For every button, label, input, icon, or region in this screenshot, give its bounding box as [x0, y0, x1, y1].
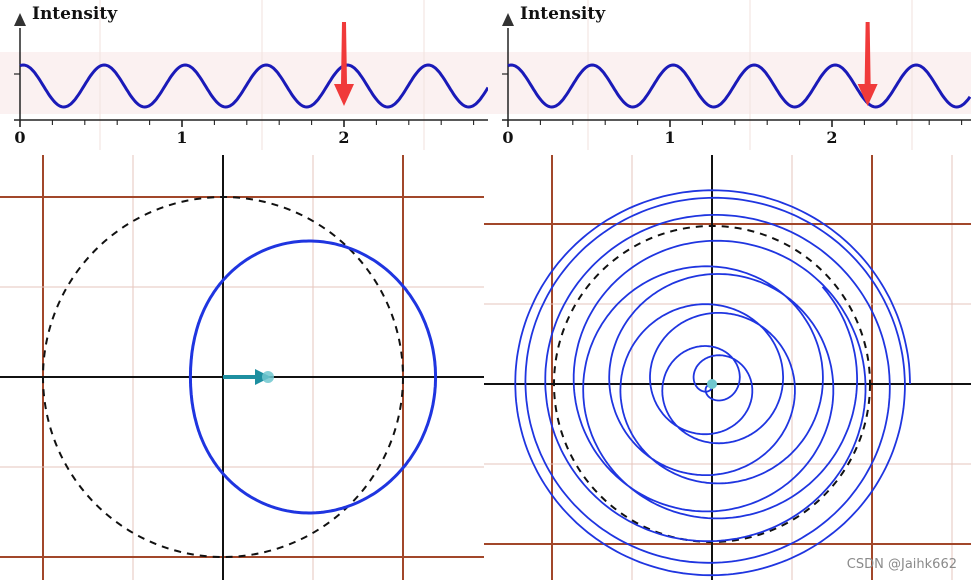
intensity-band: [488, 52, 971, 114]
intensity-band: [0, 52, 488, 114]
winding-plot-left: [0, 155, 484, 580]
intensity-plot-right-canvas: [488, 0, 971, 150]
winding-plot-right: CSDN @Jaihk662: [484, 155, 971, 580]
center-of-mass-dot: [262, 371, 274, 383]
intensity-axis-label-right: Intensity: [520, 4, 606, 24]
y-axis-arrowhead: [14, 13, 26, 26]
tick-label-0-right: 0: [502, 128, 514, 147]
tick-label-2-right: 2: [826, 128, 838, 147]
tick-label-1-left: 1: [176, 128, 188, 147]
intensity-plot-right: Intensity 0 1 2: [488, 0, 971, 155]
tick-label-2-left: 2: [338, 128, 350, 147]
time-marker-arrow-right: [857, 22, 878, 106]
y-axis-arrowhead: [502, 13, 514, 26]
intensity-wave-left: [19, 63, 488, 109]
time-marker-arrow-left: [334, 22, 354, 106]
winding-plot-left-canvas: [0, 155, 484, 580]
intensity-plot-left-canvas: [0, 0, 488, 150]
intensity-wave-right: [507, 63, 971, 109]
intensity-plot-left: Intensity 0 1 2: [0, 0, 488, 155]
intensity-axis-label-left: Intensity: [32, 4, 118, 24]
tick-label-1-right: 1: [664, 128, 676, 147]
winding-curve-right: [514, 189, 911, 577]
winding-plot-right-canvas: [484, 155, 971, 580]
watermark: CSDN @Jaihk662: [846, 557, 957, 572]
tick-label-0-left: 0: [14, 128, 26, 147]
unit-circle-left: [42, 196, 404, 558]
winding-curve-left: [188, 239, 438, 515]
center-of-mass-dot-right: [707, 379, 717, 389]
